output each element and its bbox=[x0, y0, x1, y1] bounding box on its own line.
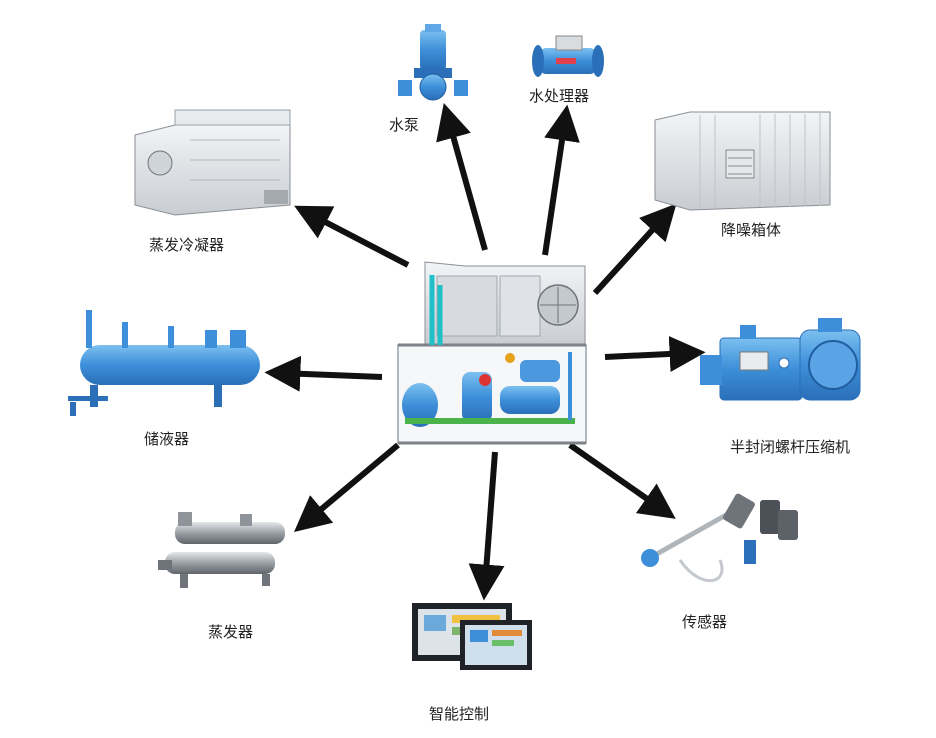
arrow-to-smart-control bbox=[468, 451, 505, 601]
arrow-to-evaporator bbox=[294, 442, 400, 533]
label-evaporator: 蒸发器 bbox=[208, 623, 254, 641]
liquid-receiver-tank-icon bbox=[68, 310, 260, 416]
arrow-to-liquid-receiver bbox=[264, 355, 383, 392]
touch-screen-controller-icon bbox=[412, 603, 532, 670]
water-treatment-device-icon bbox=[532, 35, 604, 77]
label-soundproof-enclosure: 降噪箱体 bbox=[721, 221, 782, 239]
label-screw-compressor: 半封闭螺杆压缩机 bbox=[730, 438, 851, 456]
shell-tube-evaporator-icon bbox=[158, 512, 285, 588]
water-pump-icon bbox=[398, 24, 468, 101]
label-water-treatment: 水处理器 bbox=[529, 87, 590, 105]
label-water-pump: 水泵 bbox=[389, 116, 420, 134]
container-enclosure-icon bbox=[654, 111, 831, 211]
arrow-to-water-pump bbox=[436, 102, 488, 251]
arrow-to-evaporative-condenser bbox=[294, 205, 410, 268]
arrow-to-soundproof-enclosure bbox=[592, 203, 677, 296]
arrow-to-sensor bbox=[568, 442, 676, 519]
screw-compressor-icon bbox=[700, 318, 861, 401]
label-evaporative-condenser: 蒸发冷凝器 bbox=[149, 236, 225, 254]
arrow-to-screw-compressor bbox=[604, 335, 706, 372]
label-liquid-receiver: 储液器 bbox=[144, 430, 190, 448]
label-sensor: 传感器 bbox=[682, 613, 728, 631]
arrows bbox=[264, 102, 706, 601]
arrow-to-water-treatment bbox=[542, 104, 580, 256]
water-chiller-unit-icon bbox=[397, 261, 587, 445]
evaporative-condenser-icon bbox=[134, 109, 291, 216]
pressure-sensor-icon bbox=[641, 493, 798, 583]
label-smart-control: 智能控制 bbox=[429, 705, 490, 723]
